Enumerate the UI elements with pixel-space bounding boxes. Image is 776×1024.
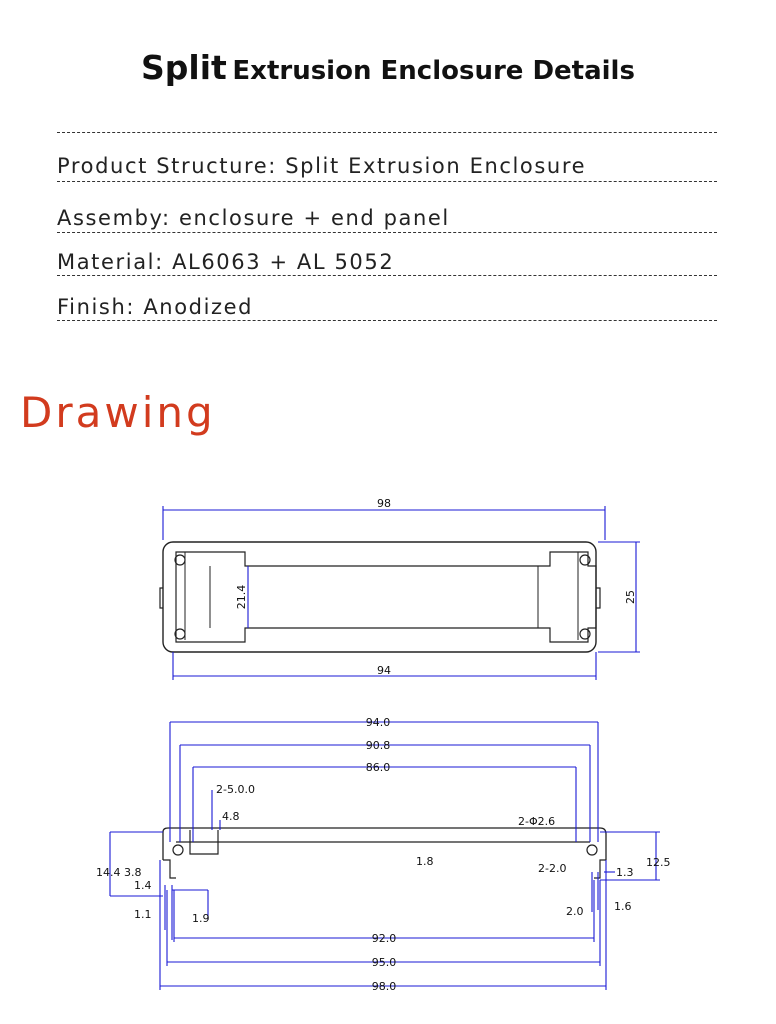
dim-86-0: 86.0: [366, 761, 391, 774]
bottom-view-drawing: 94.0 90.8 86.0 2-5.0.0 4.8 2-Φ2.6 1.8 2-…: [96, 716, 671, 993]
screw-hole-tr: [579, 554, 591, 566]
page-title: Split Extrusion Enclosure Details: [0, 48, 776, 87]
spec-material: Material: AL6063 + AL 5052: [57, 250, 395, 274]
enclosure-outline-top: [162, 541, 597, 653]
dim-94-0: 94.0: [366, 716, 391, 729]
screw-hole-bl: [174, 628, 186, 640]
dim-98: 98: [377, 497, 391, 510]
spec-assembly: Assemby: enclosure + end panel: [57, 206, 450, 230]
dim-21-4: 21.4: [235, 585, 248, 610]
dim-98-0: 98.0: [372, 980, 397, 993]
dim-14-4: 14.4: [96, 866, 121, 879]
top-dimension-lines: [162, 506, 640, 680]
dim-2-5-0: 2-5.0.0: [216, 783, 255, 796]
dim-1-1: 1.1: [134, 908, 152, 921]
screw-hole-br: [579, 628, 591, 640]
dim-3-8: 3.8: [124, 866, 142, 879]
bottom-dimension-lines: [109, 721, 660, 990]
rib-lines: [184, 552, 579, 640]
dim-1-6: 1.6: [614, 900, 632, 913]
side-grooves: [159, 587, 601, 609]
title-rest: Extrusion Enclosure Details: [232, 56, 635, 86]
dim-2-0: 2.0: [566, 905, 584, 918]
title-big: Split: [141, 48, 227, 87]
dim-1-9: 1.9: [192, 912, 210, 925]
dim-95-0: 95.0: [372, 956, 397, 969]
screw-hole-tl: [174, 554, 186, 566]
dim-2-phi-2-6: 2-Φ2.6: [518, 815, 555, 828]
screw-boss-left: [189, 830, 219, 855]
hole-right: [586, 844, 598, 856]
spec-finish: Finish: Anodized: [57, 295, 254, 319]
spec-divider: [57, 320, 717, 321]
top-view-drawing: 98 25 21.4 94: [159, 497, 640, 680]
dim-1-8: 1.8: [416, 855, 434, 868]
inner-profile: [175, 551, 597, 643]
dim-4-8: 4.8: [222, 810, 240, 823]
spec-divider: [57, 275, 717, 276]
spec-product-structure: Product Structure: Split Extrusion Enclo…: [57, 154, 587, 178]
spec-divider: [57, 181, 717, 182]
drawing-heading: Drawing: [20, 388, 216, 437]
profile-legs: [163, 859, 606, 879]
spec-divider-top: [57, 132, 717, 133]
dim-94: 94: [377, 664, 391, 677]
dim-90-8: 90.8: [366, 739, 391, 752]
dim-12-5: 12.5: [646, 856, 671, 869]
dim-1-4: 1.4: [134, 879, 152, 892]
dim-25: 25: [624, 590, 637, 604]
dim-2-2-0: 2-2.0: [538, 862, 566, 875]
spec-divider: [57, 232, 717, 233]
dim-1-3: 1.3: [616, 866, 634, 879]
hole-left: [172, 844, 184, 856]
dim-92-0: 92.0: [372, 932, 397, 945]
profile-outline-top: [162, 827, 607, 860]
